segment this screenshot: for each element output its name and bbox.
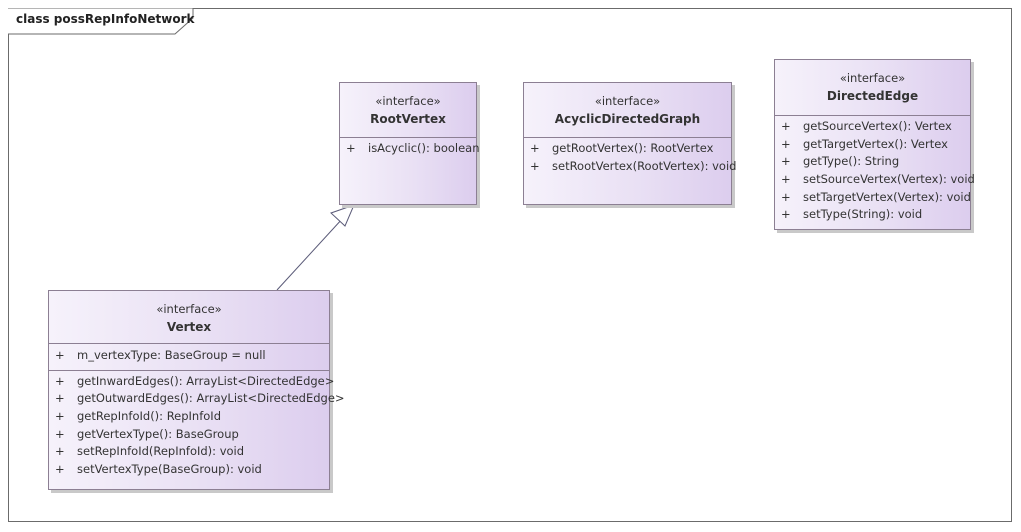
operation-row[interactable]: + getVertexType(): BaseGroup xyxy=(49,426,329,444)
visibility-marker: + xyxy=(530,141,540,155)
diagram-frame xyxy=(8,8,1012,522)
class-name: AcyclicDirectedGraph xyxy=(554,112,701,126)
class-root-vertex[interactable]: «interface» RootVertex + isAcyclic(): bo… xyxy=(339,82,480,205)
class-acyclic-directed-graph[interactable]: «interface» AcyclicDirectedGraph + getRo… xyxy=(523,82,736,205)
visibility-marker: + xyxy=(781,189,791,204)
visibility-marker: + xyxy=(55,462,65,477)
visibility-marker: + xyxy=(55,426,65,441)
operation-signature: setTargetVertex(Vertex): void xyxy=(803,189,971,204)
operation-row[interactable]: + getTargetVertex(): Vertex xyxy=(775,136,970,154)
operation-signature: setType(String): void xyxy=(803,207,923,222)
operation-row[interactable]: + getRootVertex(): RootVertex xyxy=(524,140,731,158)
operation-row[interactable]: + isAcyclic(): boolean xyxy=(340,140,480,158)
class-directed-edge[interactable]: «interface» DirectedEdge + getSourceVert… xyxy=(774,59,975,230)
visibility-marker: + xyxy=(55,348,65,362)
attribute-signature: m_vertexType: BaseGroup = null xyxy=(77,348,266,362)
operation-row[interactable]: + setSourceVertex(Vertex): void xyxy=(775,171,975,189)
operation-signature: getInwardEdges(): ArrayList<DirectedEdge… xyxy=(77,373,335,388)
class-vertex[interactable]: «interface» Vertex + m_vertexType: BaseG… xyxy=(48,290,345,490)
operation-row[interactable]: + setTargetVertex(Vertex): void xyxy=(775,189,971,207)
operation-signature: getRootVertex(): RootVertex xyxy=(552,141,714,155)
operation-signature: setSourceVertex(Vertex): void xyxy=(803,172,975,187)
operation-row[interactable]: + setType(String): void xyxy=(775,206,970,224)
operation-signature: getSourceVertex(): Vertex xyxy=(803,119,952,133)
visibility-marker: + xyxy=(55,391,65,406)
stereotype-label: «interface» xyxy=(594,94,661,108)
operation-signature: isAcyclic(): boolean xyxy=(368,141,480,155)
class-name: RootVertex xyxy=(370,112,446,126)
class-name: Vertex xyxy=(166,320,212,334)
operations-compartment: + getInwardEdges(): ArrayList<DirectedEd… xyxy=(49,369,345,483)
operations-compartment: + getSourceVertex(): Vertex + getTargetV… xyxy=(775,115,975,228)
operation-signature: setRepInfoId(RepInfoId): void xyxy=(77,444,245,459)
visibility-marker: + xyxy=(781,154,791,169)
operations-compartment: + isAcyclic(): boolean xyxy=(340,137,480,162)
generalization-arrowhead[interactable] xyxy=(330,204,355,227)
operation-row[interactable]: + setVertexType(BaseGroup): void xyxy=(49,461,329,479)
diagram-title: class possRepInfoNetwork xyxy=(16,12,195,26)
visibility-marker: + xyxy=(781,119,791,133)
stereotype-label: «interface» xyxy=(156,302,222,316)
operation-signature: getTargetVertex(): Vertex xyxy=(803,136,948,151)
visibility-marker: + xyxy=(55,373,65,388)
visibility-marker: + xyxy=(781,172,791,187)
attributes-compartment: + m_vertexType: BaseGroup = null xyxy=(49,343,329,370)
operation-signature: setVertexType(BaseGroup): void xyxy=(77,462,262,477)
operation-signature: getType(): String xyxy=(803,154,900,169)
visibility-marker: + xyxy=(55,409,65,424)
operation-signature: getRepInfoId(): RepInfoId xyxy=(77,409,221,424)
stereotype-label: «interface» xyxy=(839,71,906,85)
class-name: DirectedEdge xyxy=(826,89,919,103)
stereotype-label: «interface» xyxy=(375,94,441,108)
operation-row[interactable]: + setRootVertex(RootVertex): void xyxy=(524,158,736,176)
visibility-marker: + xyxy=(55,444,65,459)
visibility-marker: + xyxy=(346,141,356,155)
frame-tab xyxy=(8,8,194,35)
operation-row[interactable]: + setRepInfoId(RepInfoId): void xyxy=(49,443,329,461)
visibility-marker: + xyxy=(781,136,791,151)
operation-row[interactable]: + getType(): String xyxy=(775,153,970,171)
operations-compartment: + getRootVertex(): RootVertex + setRootV… xyxy=(524,137,736,179)
operation-signature: getOutwardEdges(): ArrayList<DirectedEdg… xyxy=(77,391,345,406)
operation-row[interactable]: + getSourceVertex(): Vertex xyxy=(775,118,970,136)
visibility-marker: + xyxy=(781,207,791,222)
attribute-row[interactable]: + m_vertexType: BaseGroup = null xyxy=(49,347,329,365)
operation-signature: setRootVertex(RootVertex): void xyxy=(552,158,737,173)
operation-row[interactable]: + getOutwardEdges(): ArrayList<DirectedE… xyxy=(49,390,345,408)
visibility-marker: + xyxy=(530,158,540,173)
operation-signature: getVertexType(): BaseGroup xyxy=(77,426,239,441)
generalization-line[interactable] xyxy=(276,217,344,291)
operation-row[interactable]: + getRepInfoId(): RepInfoId xyxy=(49,408,329,426)
operation-row[interactable]: + getInwardEdges(): ArrayList<DirectedEd… xyxy=(49,373,334,391)
